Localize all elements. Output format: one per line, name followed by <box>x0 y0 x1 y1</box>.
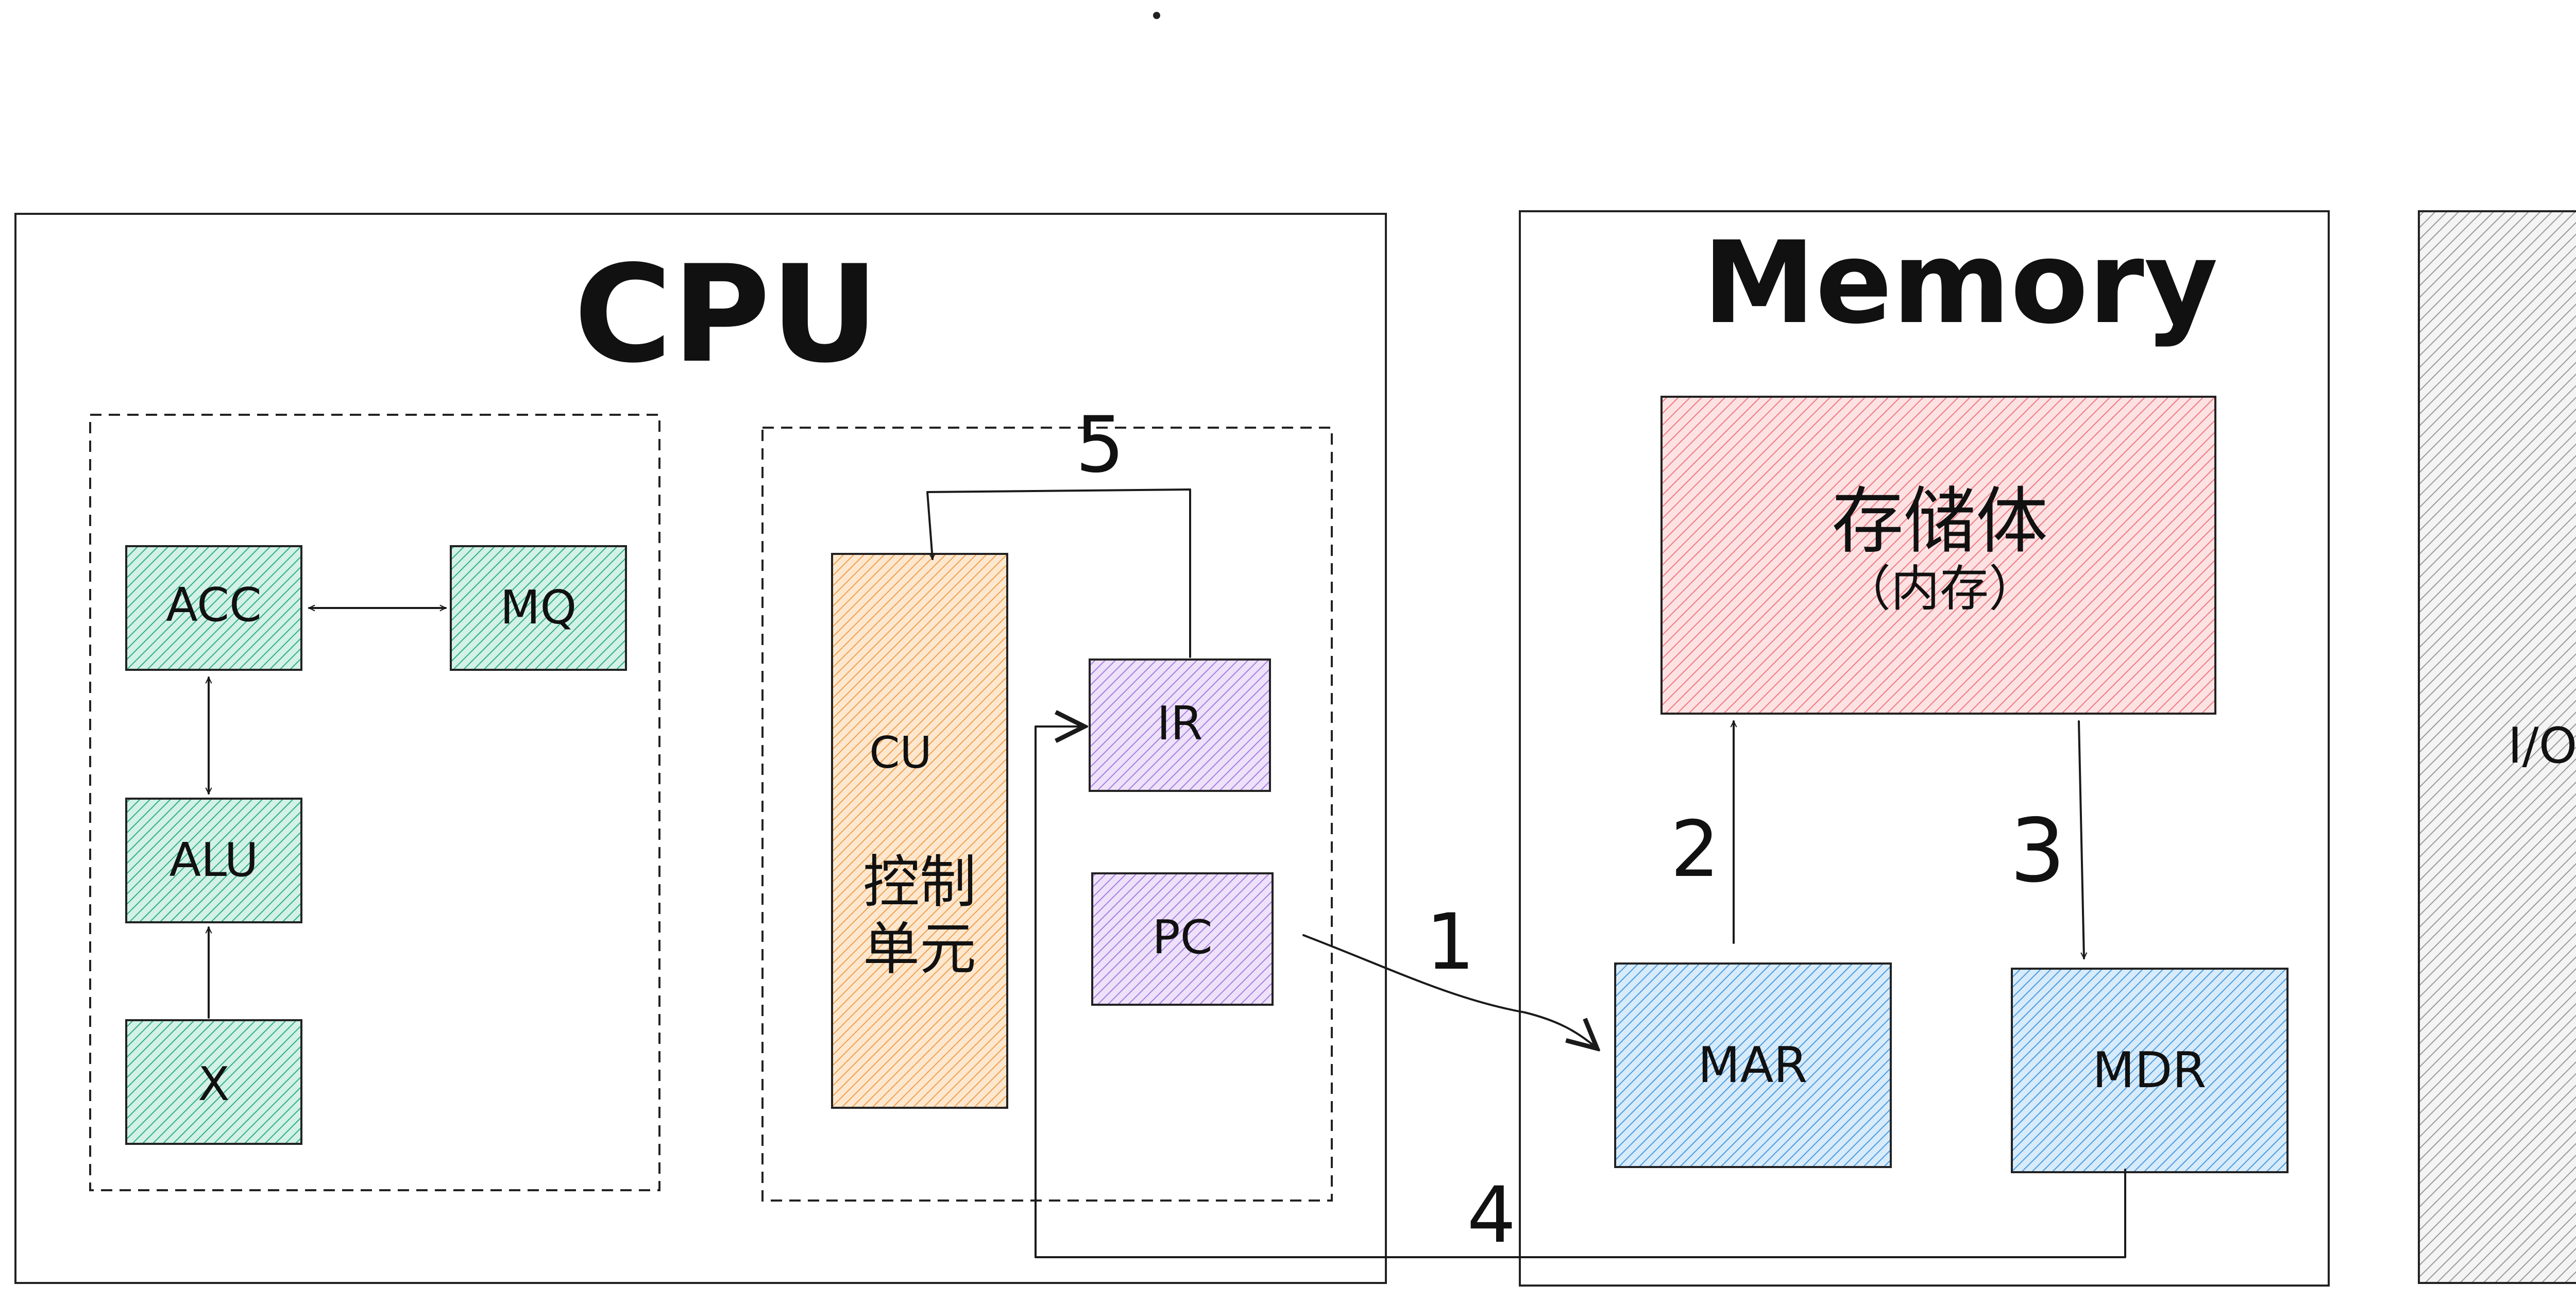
mq-label: MQ <box>500 581 577 635</box>
storage-sublabel: （内存） <box>1842 561 2038 617</box>
mdr-label: MDR <box>2092 1042 2206 1099</box>
acc-label: ACC <box>166 578 262 632</box>
io-box[interactable] <box>2418 210 2576 1284</box>
step-2-label: 2 <box>1670 805 1719 894</box>
io-label: I/O <box>2508 718 2576 774</box>
x-label: X <box>198 1057 230 1111</box>
control-group: CU 控制 单元 IR PC 5 <box>761 400 1333 1202</box>
alu-label: ALU <box>169 833 258 887</box>
storage-to-mdr-arrow <box>2078 720 2084 959</box>
io-section: I/O <box>2418 210 2576 1284</box>
step-5-label: 5 <box>1075 400 1124 490</box>
ir-to-cu-arrow <box>926 488 1191 658</box>
mdr-to-ir-arrow <box>1035 726 2126 1258</box>
memory-section: Memory 存储体 （内存） MAR MDR 2 3 <box>1519 210 2330 1287</box>
memory-title: Memory <box>1703 217 2218 349</box>
cu-box[interactable] <box>831 553 1008 1109</box>
ir-label: IR <box>1157 697 1202 751</box>
control-group-frame <box>761 427 1333 1202</box>
alu-group: ACC MQ ALU X <box>89 414 660 1191</box>
cpu-frame <box>14 213 1387 1284</box>
mar-box[interactable] <box>1614 962 1892 1168</box>
alu-box[interactable] <box>125 798 302 923</box>
pc-box[interactable] <box>1091 872 1274 1006</box>
storage-box[interactable] <box>1660 396 2216 715</box>
pc-to-mar-arrow <box>1302 934 1597 1049</box>
memory-frame <box>1519 210 2330 1287</box>
cu-label-line3: 单元 <box>863 916 976 982</box>
pc-label: PC <box>1152 910 1212 965</box>
acc-box[interactable] <box>125 545 302 671</box>
cpu-section: CPU ACC MQ ALU X CU 控制 单元 <box>14 213 1387 1284</box>
cpu-title: CPU <box>574 237 879 393</box>
mdr-box[interactable] <box>2011 968 2289 1173</box>
step-1-label: 1 <box>1426 898 1475 987</box>
stray-dot <box>1153 12 1160 19</box>
step-3-label: 3 <box>2010 800 2065 902</box>
step-4-label: 4 <box>1467 1171 1516 1260</box>
x-box[interactable] <box>125 1019 302 1145</box>
storage-label: 存储体 <box>1832 480 2048 564</box>
alu-group-frame <box>89 414 660 1191</box>
cu-label-line2: 控制 <box>863 849 976 915</box>
mar-label: MAR <box>1698 1037 1808 1094</box>
ir-box[interactable] <box>1089 658 1271 792</box>
mq-box[interactable] <box>450 545 627 671</box>
cu-label: CU <box>869 728 932 779</box>
